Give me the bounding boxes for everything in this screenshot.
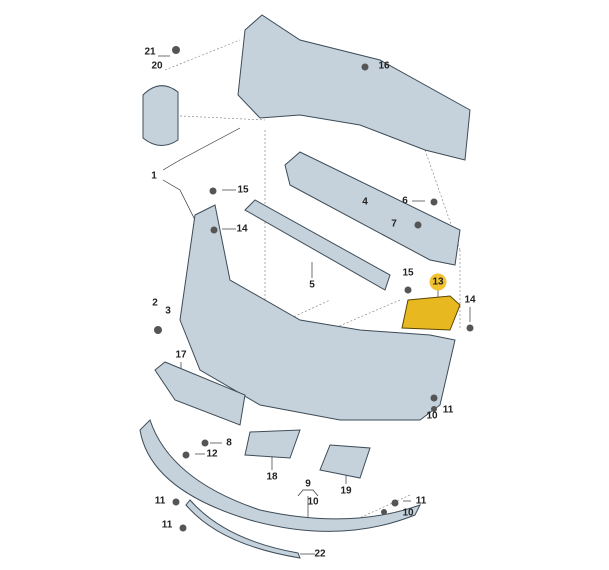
callout-20: 20 bbox=[151, 60, 163, 72]
callout-8: 8 bbox=[226, 437, 232, 449]
callout-3: 3 bbox=[165, 305, 171, 317]
callout-11: 11 bbox=[154, 495, 166, 507]
callout-10: 10 bbox=[307, 496, 319, 508]
callout-10: 10 bbox=[426, 410, 438, 422]
callout-17: 17 bbox=[175, 349, 187, 361]
fog-lamp-grille-right bbox=[319, 444, 371, 479]
lower-grille bbox=[154, 361, 246, 426]
callout-16: 16 bbox=[378, 60, 390, 72]
callout-7: 7 bbox=[391, 218, 397, 230]
callout-11: 11 bbox=[415, 495, 427, 507]
radiator-grille bbox=[142, 85, 179, 146]
callout-11: 11 bbox=[442, 404, 454, 416]
callout-11: 11 bbox=[161, 519, 173, 531]
callout-10: 10 bbox=[402, 507, 414, 519]
trim-strip bbox=[185, 499, 301, 559]
callout-6: 6 bbox=[402, 195, 408, 207]
callout-12: 12 bbox=[206, 448, 218, 460]
spoiler-lip bbox=[139, 419, 422, 532]
callout-15: 15 bbox=[237, 184, 249, 196]
fog-lamp-grille-left bbox=[244, 429, 301, 459]
callout-22: 22 bbox=[314, 548, 326, 560]
callout-21: 21 bbox=[144, 46, 156, 58]
impact-absorber-crossmember bbox=[284, 151, 461, 266]
callout-14: 14 bbox=[236, 223, 248, 235]
parts bbox=[139, 14, 471, 559]
callout-5: 5 bbox=[309, 279, 315, 291]
bracket-highlighted bbox=[401, 295, 461, 331]
callout-18: 18 bbox=[266, 471, 278, 483]
callout-1: 1 bbox=[151, 170, 157, 182]
bumper-carrier-frame bbox=[237, 14, 471, 161]
callout-19: 19 bbox=[340, 485, 352, 497]
callout-15: 15 bbox=[402, 267, 414, 279]
screws bbox=[154, 46, 474, 532]
callout-9: 9 bbox=[305, 478, 311, 490]
foam-absorber bbox=[244, 199, 391, 291]
callout-2: 2 bbox=[152, 297, 158, 309]
callout-4: 4 bbox=[362, 196, 368, 208]
bumper-cover bbox=[179, 204, 456, 421]
callout-13: 13 bbox=[429, 273, 447, 291]
callout-14: 14 bbox=[464, 294, 476, 306]
